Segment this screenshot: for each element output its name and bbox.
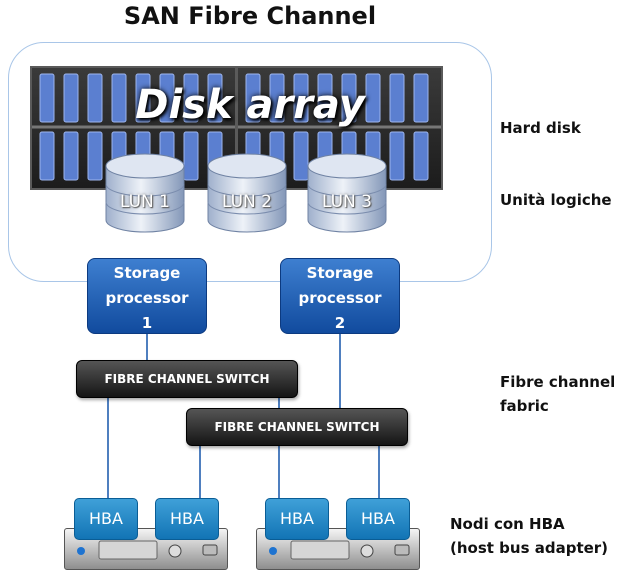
lun-2: LUN 2 — [204, 150, 290, 234]
sp-label-line1: Storage — [306, 264, 374, 282]
storage-processor-2: Storage processor 2 — [280, 258, 400, 334]
database-cylinder-icon — [307, 153, 387, 233]
database-cylinder-icon — [207, 153, 287, 233]
hba-2: HBA — [155, 498, 219, 540]
nodes-label-line1: Nodi con HBA — [450, 515, 565, 533]
diagram-title: SAN Fibre Channel — [123, 2, 377, 30]
hba-4: HBA — [346, 498, 410, 540]
link-switch1-hba3 — [278, 394, 280, 498]
sp-label-line3: 2 — [334, 314, 346, 332]
link-sp2-switch2 — [339, 334, 341, 408]
nodes-label-line2: (host bus adapter) — [450, 539, 609, 557]
logical-units-label: Unità logiche — [500, 191, 612, 209]
lun-label: LUN 2 — [221, 192, 272, 212]
database-cylinder-icon — [105, 153, 185, 233]
lun-1: LUN 1 — [102, 150, 188, 234]
fibre-channel-switch-2: FIBRE CHANNEL SWITCH — [186, 408, 408, 446]
sp-label-line2: processor — [105, 289, 189, 307]
sp-label-line2: processor — [298, 289, 382, 307]
hba-1: HBA — [74, 498, 138, 540]
disk-array-label: Disk array — [135, 82, 365, 128]
fabric-label: Fibre channel fabric — [500, 370, 615, 418]
sp-label-line3: 1 — [141, 314, 153, 332]
link-switch1-hba1 — [107, 394, 109, 498]
nodes-label: Nodi con HBA (host bus adapter) — [450, 512, 608, 560]
fabric-label-line2: fabric — [500, 397, 549, 415]
sp-label-line1: Storage — [113, 264, 181, 282]
lun-3: LUN 3 — [304, 150, 390, 234]
server-front-panel-icon — [77, 540, 218, 560]
fabric-label-line1: Fibre channel — [500, 373, 616, 391]
server-front-panel-icon — [269, 540, 410, 560]
link-switch2-hba4 — [378, 444, 380, 498]
lun-label: LUN 1 — [119, 192, 170, 212]
hard-disk-label: Hard disk — [500, 119, 581, 137]
hba-3: HBA — [265, 498, 329, 540]
link-switch2-hba2 — [199, 444, 201, 498]
fibre-channel-switch-1: FIBRE CHANNEL SWITCH — [76, 360, 298, 398]
lun-label: LUN 3 — [321, 192, 372, 212]
storage-processor-1: Storage processor 1 — [87, 258, 207, 334]
link-sp1-switch1 — [146, 334, 148, 360]
